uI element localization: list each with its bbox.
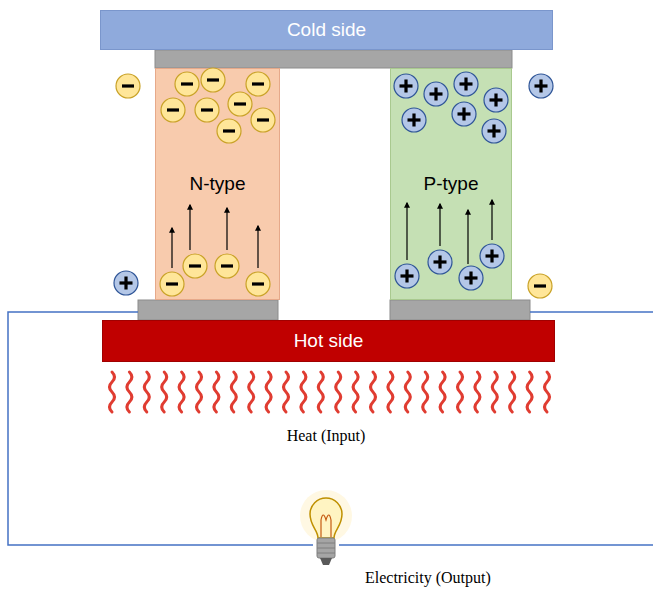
hole-symbol <box>114 271 138 295</box>
flow-arrow <box>226 208 227 250</box>
node-label: P-type <box>424 173 479 195</box>
top-contact <box>155 50 512 68</box>
node-label: N-type <box>190 173 246 195</box>
flow-arrow <box>171 228 172 268</box>
heat-wave <box>127 372 132 412</box>
heat-wave <box>475 372 480 412</box>
heat-wave <box>510 372 515 412</box>
electron-symbol <box>183 254 207 278</box>
hole-symbol <box>484 88 508 112</box>
flow-arrow <box>189 205 190 250</box>
flow-arrow <box>257 226 258 268</box>
electron-symbol <box>160 272 184 296</box>
heat-wave <box>231 372 236 412</box>
heat-wave <box>423 372 428 412</box>
electricity-output-label: Electricity (Output) <box>365 569 491 587</box>
hole-symbol <box>482 119 506 143</box>
flow-arrow <box>439 204 440 246</box>
electron-symbol <box>251 108 275 132</box>
heat-wave <box>284 372 289 412</box>
heat-input-label: Heat (Input) <box>287 427 366 445</box>
hole-symbol <box>424 82 448 106</box>
hole-symbol <box>480 244 504 268</box>
heat-wave <box>318 372 323 412</box>
node-label: Cold side <box>287 19 366 41</box>
p-type-leg: P-type <box>390 68 512 300</box>
bottom-contact <box>138 300 278 320</box>
hole-symbol <box>452 102 476 126</box>
electron-symbol <box>246 72 270 96</box>
flow-arrow <box>467 210 468 264</box>
wire <box>339 544 653 546</box>
hole-symbol <box>394 74 418 98</box>
electron-symbol <box>161 98 185 122</box>
heat-wave <box>492 372 497 412</box>
heat-wave <box>405 372 410 412</box>
n-type-leg: N-type <box>155 68 280 300</box>
hole-symbol <box>459 266 483 290</box>
heat-wave <box>440 372 445 412</box>
electron-symbol <box>246 272 270 296</box>
wire <box>530 311 653 313</box>
heat-wave <box>144 372 149 412</box>
flow-arrow <box>406 203 407 260</box>
heat-wave <box>371 372 376 412</box>
electron-symbol <box>175 72 199 96</box>
light-bulb <box>300 490 352 565</box>
heat-wave <box>545 372 550 412</box>
electron-symbol <box>528 274 552 298</box>
hole-symbol <box>395 264 419 288</box>
hole-symbol <box>428 250 452 274</box>
node-label: Hot side <box>294 330 364 352</box>
heat-wave <box>214 372 219 412</box>
heat-wave <box>336 372 341 412</box>
bottom-contact <box>390 300 530 320</box>
heat-wave <box>388 372 393 412</box>
electron-symbol <box>116 74 140 98</box>
heat-wave <box>162 372 167 412</box>
hole-symbol <box>402 108 426 132</box>
hot-side-bar: Hot side <box>102 320 555 362</box>
cold-side-bar: Cold side <box>100 10 553 50</box>
electron-symbol <box>195 98 219 122</box>
heat-wave <box>249 372 254 412</box>
electron-symbol <box>228 92 252 116</box>
heat-wave <box>458 372 463 412</box>
heat-wave <box>527 372 532 412</box>
flow-arrow <box>491 200 492 240</box>
electron-symbol <box>217 119 241 143</box>
heat-wave <box>179 372 184 412</box>
electron-symbol <box>201 68 225 92</box>
heat-wave <box>197 372 202 412</box>
hole-symbol <box>454 72 478 96</box>
heat-wave <box>266 372 271 412</box>
heat-wave <box>110 372 115 412</box>
heat-wave <box>301 372 306 412</box>
electron-symbol <box>215 254 239 278</box>
heat-wave <box>353 372 358 412</box>
hole-symbol <box>529 74 553 98</box>
